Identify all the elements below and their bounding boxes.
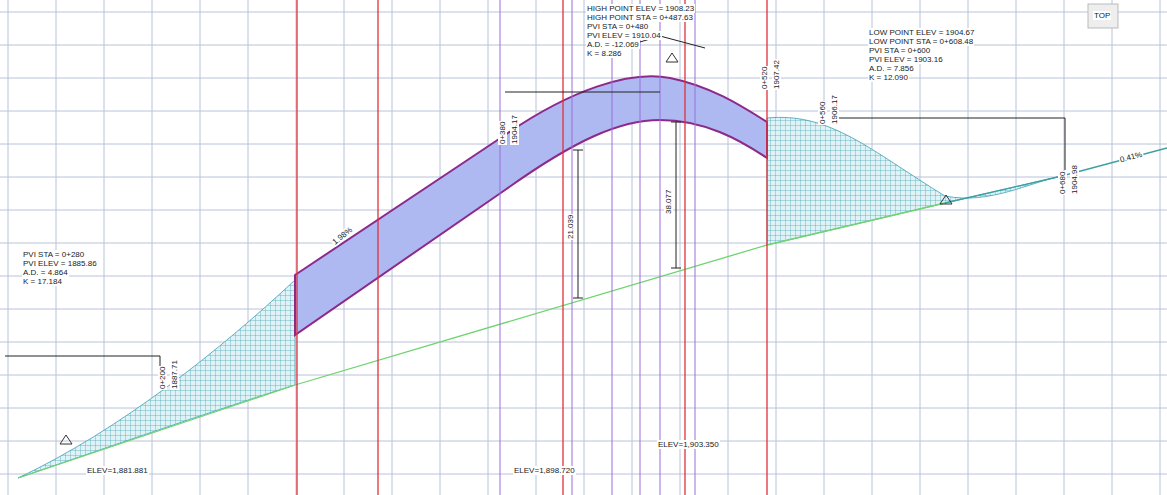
elevation-label: 1904.98 <box>1070 164 1079 195</box>
curve-note: A.D. = -12.069 <box>586 40 640 49</box>
curve-note: PVI STA = 0+600 <box>868 46 931 55</box>
pvi-note: PVI STA = 0+280 <box>22 250 85 259</box>
grid-line <box>1064 0 1065 495</box>
curve-note: HIGH POINT ELEV = 1908.23 <box>586 4 695 13</box>
grid-line <box>536 0 537 495</box>
grid-line <box>728 0 729 495</box>
grid-line <box>920 0 921 495</box>
grid-line <box>0 78 1167 79</box>
grid-line <box>1112 0 1113 495</box>
elevation-label: 1907.42 <box>772 59 781 90</box>
grid-line <box>0 441 1167 442</box>
curve-note: PVI ELEV = 1903.16 <box>868 55 944 64</box>
grade-label: 0.41% <box>1118 150 1144 165</box>
station-label: 0+560 <box>818 101 827 125</box>
grid-line <box>0 12 1167 13</box>
dimension-label: 38.077 <box>664 189 673 215</box>
curve-note: LOW POINT ELEV = 1904.67 <box>868 28 975 37</box>
station-label: 0+380 <box>498 121 507 145</box>
elevation-tag: ELEV=1,903.350 <box>657 440 720 449</box>
pvi-note: PVI ELEV = 1885.86 <box>22 259 98 268</box>
view-cube-label: TOP <box>1093 11 1111 20</box>
grid-line <box>0 45 1167 46</box>
grid-line <box>968 0 969 495</box>
grid-line <box>0 276 1167 277</box>
station-label: 0+680 <box>1058 171 1067 195</box>
elevation-label: 1906.17 <box>830 94 839 125</box>
elevation-label: 1887.71 <box>170 359 179 390</box>
grid-line <box>200 0 201 495</box>
pvi-note: A.D. = 4.864 <box>22 268 69 277</box>
grid-line <box>0 144 1167 145</box>
grid-line <box>0 342 1167 343</box>
grid-line <box>8 0 9 495</box>
elevation-label: 1904.17 <box>510 114 519 145</box>
elevation-tag: ELEV=1,881.881 <box>86 466 149 475</box>
grid-line <box>0 177 1167 178</box>
grid-line <box>248 0 249 495</box>
grid-line <box>0 474 1167 475</box>
curve-note: PVI STA = 0+480 <box>586 22 649 31</box>
curve-note: K = 8.286 <box>586 49 622 58</box>
grid-line <box>824 0 825 495</box>
station-label: 0+200 <box>158 366 167 390</box>
grid-line <box>632 0 633 495</box>
grid-line <box>296 0 297 495</box>
grid-line <box>680 0 681 495</box>
grid-line <box>0 309 1167 310</box>
grid-line <box>1160 0 1161 495</box>
curve-note: PVI ELEV = 1910.04 <box>586 31 662 40</box>
grid-line <box>1016 0 1017 495</box>
curve-note: HIGH POINT STA = 0+487.63 <box>586 13 694 22</box>
grid-line <box>0 210 1167 211</box>
curve-note: LOW POINT STA = 0+608.48 <box>868 37 974 46</box>
grid-line <box>0 243 1167 244</box>
grid-line <box>584 0 585 495</box>
station-label: 0+520 <box>760 66 769 90</box>
grid-line <box>440 0 441 495</box>
curve-note: A.D. = 7.856 <box>868 64 915 73</box>
grid-line <box>104 0 105 495</box>
dimension-label: 21.039 <box>566 214 575 240</box>
elevation-tag: ELEV=1,898.720 <box>513 466 576 475</box>
pvi-note: K = 17.184 <box>22 277 63 286</box>
grid-line <box>488 0 489 495</box>
curve-note: K = 12.090 <box>868 73 909 82</box>
grid-line <box>56 0 57 495</box>
